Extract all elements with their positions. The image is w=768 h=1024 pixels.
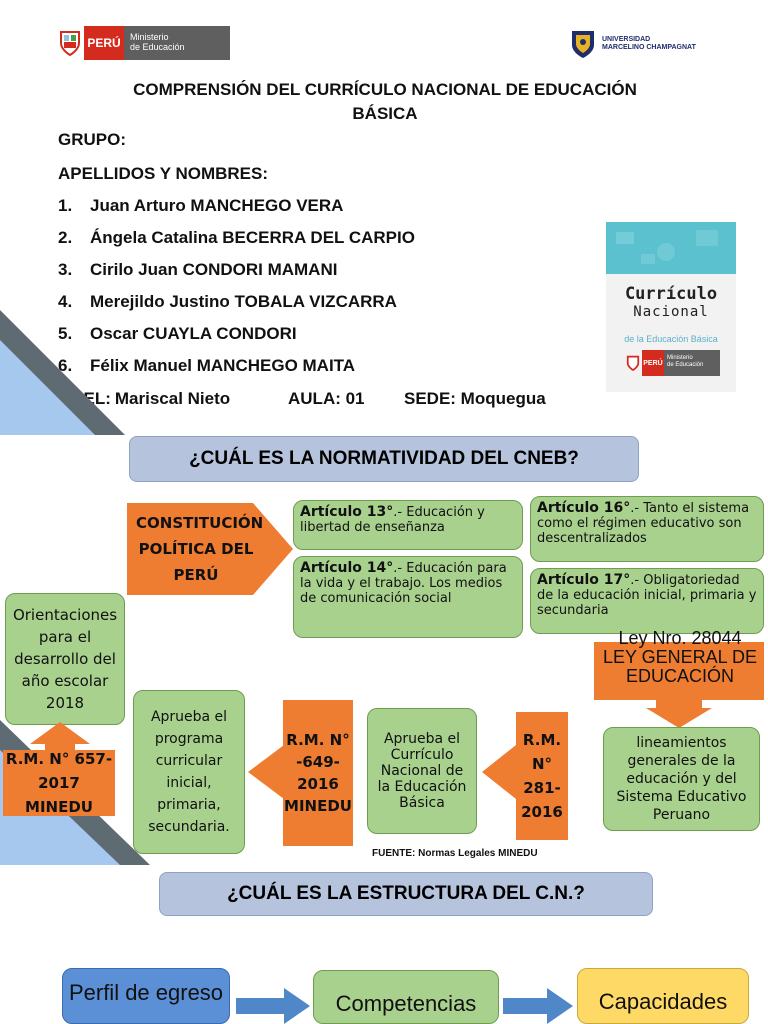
right-arrow-icon: [503, 988, 573, 1024]
question-normatividad: ¿CUÁL ES LA NORMATIVIDAD DEL CNEB?: [129, 436, 639, 482]
article-13-text: .- Educación y libertad de enseñanza: [300, 505, 485, 535]
book-top-band: [606, 222, 736, 274]
left-arrow-icon: [248, 745, 284, 799]
structure-capacidades: Capacidades: [577, 968, 749, 1024]
member-name: Cirilo Juan CONDORI MAMANI: [90, 260, 338, 279]
book-shield-icon: [624, 350, 642, 376]
member-num: 1.: [58, 196, 73, 215]
names-label: APELLIDOS Y NOMBRES:: [58, 164, 269, 183]
ley-name: LEY GENERAL DE EDUCACIÓN: [602, 647, 758, 686]
group-label: GRUPO:: [58, 130, 126, 149]
question-estructura: ¿CUÁL ES LA ESTRUCTURA DEL C.N.?: [159, 872, 653, 916]
book-peru-label: PERÚ: [642, 350, 664, 376]
peru-shield-icon: [56, 26, 84, 60]
member-num: 3.: [58, 260, 73, 279]
member-1: 1. Juan Arturo MANCHEGO VERA: [58, 196, 343, 216]
book-pattern: [616, 230, 718, 264]
structure-perfil-egreso: Perfil de egreso: [62, 968, 230, 1024]
book-caption: de la Educación Básica: [624, 334, 718, 344]
ministry-line2: de Educación: [130, 42, 185, 52]
member-num: 5.: [58, 324, 73, 343]
book-ministry-line2: de Educación: [667, 362, 704, 368]
ugel-value: Mariscal Nieto: [114, 389, 231, 408]
article-14-text: .- Educación para la vida y el trabajo. …: [300, 561, 507, 606]
article-13: Artículo 13°.- Educación y libertad de e…: [293, 500, 523, 550]
article-16-text: .- Tanto el sistema como el régimen educ…: [537, 501, 750, 546]
ley-number: Ley Nro. 28044: [618, 628, 742, 648]
member-name: Oscar CUAYLA CONDORI: [90, 324, 297, 343]
article-16-title: Artículo 16°: [537, 500, 631, 516]
curriculum-book-cover: Currículo Nacional de la Educación Básic…: [606, 222, 736, 392]
rm-649-2016: R.M. N° -649-2016 MINEDU: [283, 700, 353, 846]
book-title: Currículo: [624, 284, 718, 304]
book-minedu-logo: PERÚ Ministerio de Educación: [624, 350, 720, 376]
peru-label: PERÚ: [84, 26, 124, 60]
article-13-title: Artículo 13°: [300, 504, 394, 520]
lineamientos-box: lineamientos generales de la educación y…: [603, 727, 760, 831]
decorative-triangles: [0, 310, 125, 435]
article-17: Artículo 17°.- Obligatoriedad de la educ…: [530, 568, 764, 634]
book-ministry: Ministerio de Educación: [664, 350, 720, 376]
umc-line2: MARCELINO CHAMPAGNAT: [602, 44, 696, 51]
member-num: 4.: [58, 292, 73, 311]
umc-shield-icon: [572, 31, 594, 58]
member-name: Merejildo Justino TOBALA VIZCARRA: [90, 292, 397, 311]
umc-line1: UNIVERSIDAD: [602, 36, 651, 43]
document-title: COMPRENSIÓN DEL CURRÍCULO NACIONAL DE ED…: [60, 78, 710, 126]
book-ministry-line1: Ministerio: [667, 355, 693, 361]
aprueba-cn-box: Aprueba el Currículo Nacional de la Educ…: [367, 708, 477, 834]
member-6: 6. Félix Manuel MANCHEGO MAITA: [58, 356, 355, 376]
ministry-line1: Ministerio: [130, 32, 169, 42]
book-subtitle: Nacional: [633, 304, 709, 320]
member-name: Ángela Catalina BECERRA DEL CARPIO: [90, 228, 415, 247]
member-3: 3. Cirilo Juan CONDORI MAMANI: [58, 260, 337, 280]
ministry-label: Ministerio de Educación: [124, 26, 230, 60]
left-arrow-icon: [482, 745, 516, 799]
orientaciones-box: Orientaciones para el desarrollo del año…: [5, 593, 125, 725]
member-name: Félix Manuel MANCHEGO MAITA: [90, 356, 356, 375]
member-2: 2. Ángela Catalina BECERRA DEL CARPIO: [58, 228, 415, 248]
constitution-arrow-shape: [127, 503, 293, 595]
article-17-title: Artículo 17°: [537, 572, 631, 588]
member-name: Juan Arturo MANCHEGO VERA: [90, 196, 344, 215]
sede: SEDE: Moquegua: [404, 389, 546, 408]
umc-name: UNIVERSIDAD MARCELINO CHAMPAGNAT: [602, 36, 696, 52]
right-arrow-icon: [236, 988, 310, 1024]
member-num: 2.: [58, 228, 73, 247]
title-line1: COMPRENSIÓN DEL CURRÍCULO NACIONAL DE ED…: [133, 80, 637, 99]
umc-logo: UNIVERSIDAD MARCELINO CHAMPAGNAT: [570, 28, 710, 60]
member-num: 6.: [58, 356, 73, 375]
member-4: 4. Merejildo Justino TOBALA VIZCARRA: [58, 292, 397, 312]
title-line2: BÁSICA: [352, 104, 418, 123]
rm-281-2016: R.M. N° 281-2016: [516, 712, 568, 840]
article-14: Artículo 14°.- Educación para la vida y …: [293, 556, 523, 638]
constitution-label: CONSTITUCIÓN POLÍTICA DEL PERÚ: [136, 514, 264, 584]
minedu-logo: PERÚ Ministerio de Educación: [56, 26, 230, 60]
article-16: Artículo 16°.- Tanto el sistema como el …: [530, 496, 764, 562]
ley-arrow-shape: [594, 642, 764, 728]
aula: AULA: 01: [288, 389, 365, 408]
source-note: FUENTE: Normas Legales MINEDU: [372, 848, 538, 859]
article-14-title: Artículo 14°: [300, 560, 394, 576]
article-17-text: .- Obligatoriedad de la educación inicia…: [537, 573, 757, 618]
member-5: 5. Oscar CUAYLA CONDORI: [58, 324, 297, 344]
aprueba-programa-box: Aprueba el programa curricular inicial, …: [133, 690, 245, 854]
structure-competencias: Competencias: [313, 970, 499, 1024]
rm-657-2017: R.M. N° 657-2017 MINEDU: [3, 750, 115, 816]
